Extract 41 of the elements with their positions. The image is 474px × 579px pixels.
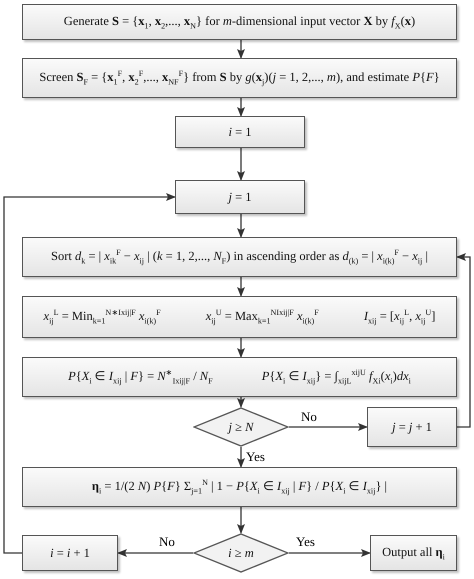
formula-text: Output all η$_{i}$ [382,544,445,562]
arrow [289,423,368,431]
formula-text: i ≥ m [228,546,254,560]
arrow [237,98,245,117]
formula-text: Screen S$_{F}$ = {x$_{1}$$^{F}$, x$_{2}$$^{F}$,..., x$_{NF}$$^{F}$} from S by g(x$_{j}$)(j = 1, 2,..., m), and estimate P{F} [39,69,440,87]
formula-text: j = 1 [228,190,252,204]
formula-text: i = 1 [228,124,252,140]
process-box [22,237,457,277]
decision-diamond [193,407,289,447]
process-box [22,58,457,98]
process-box [370,535,457,571]
formula-text: Sort d$_{k}$ = | x$_{ik}$$^{F}$ − x$_{ij}$ | (k = 1, 2,..., N$_{F}$) in ascending order as d$_{(k)}$ = | x$_{i(k)}$$^{F}$ − x$_{ij}$ | [51,248,428,266]
arrow [117,549,193,557]
decision-diamond [193,533,289,573]
formula-text: i = i + 1 [50,546,90,560]
arrow [237,397,245,408]
formula-text: I$_{xij}$ = [x$_{ij}$$^{L}$, x$_{ij}$$^{U}$] [364,308,436,326]
arrow [3,193,176,554]
process-box [22,296,457,338]
arrow [237,507,245,534]
formula-text: j ≥ N [228,420,254,434]
arrow [237,40,245,59]
arrow [237,277,245,297]
arrow [237,338,245,358]
arrow [237,148,245,181]
arrow [289,549,371,557]
arrow [237,447,245,468]
process-box [175,180,305,214]
formula-text: j = j + 1 [392,420,432,434]
process-box [22,4,457,40]
process-box [22,535,118,571]
formula-text: P{X$_{i}$ ∈ I$_{xij}$} = ∫$_{xijL}$$^{xijU}$ f$_{Xi}$(x$_{i}$)dx$_{i}$ [262,368,411,386]
formula-text: Generate S = {x$_{1}$, x$_{2}$,..., x$_{N}$} for m-dimensional input vector X by f$_{X}$(x) [64,14,416,30]
formula-text: P{X$_{i}$ ∈ I$_{xij}$ |F} = N$^{∗}$$_{Ixij|F}$ / N$_{F}$ [68,368,213,386]
process-box [175,116,305,148]
process-box [367,407,457,447]
process-box [22,467,457,507]
arrow [456,253,471,428]
process-box [22,357,457,397]
formula-text: η$_{i}$ = 1/(2 N) P{F} Σ$_{j=1}$$^{N}$ | 1 − P{X$_{i}$ ∈ I$_{xij}$ | F} / P{X$_{i}$ ∈ I$_{xij}$} | [92,478,388,496]
arrow [237,214,245,238]
